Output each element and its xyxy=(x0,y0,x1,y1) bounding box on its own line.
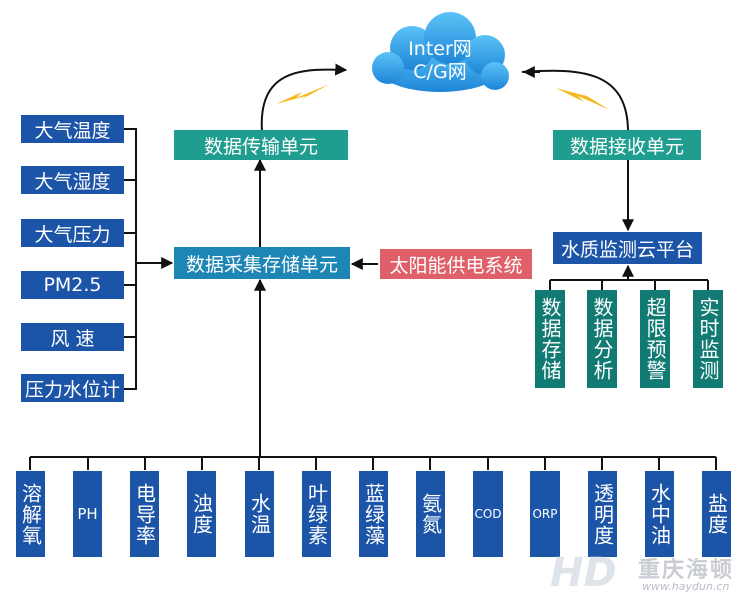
sensor-air-pressure: 大气压力 xyxy=(21,219,124,247)
sensor-turbidity: 浊度 xyxy=(187,471,216,557)
lightning-left-icon xyxy=(276,84,330,104)
watermark-company: 重庆海顿 xyxy=(638,558,735,583)
function-limit-warning: 超限预警 xyxy=(640,290,670,388)
sensor-orp: ORP xyxy=(530,471,560,557)
cloud-platform: 水质监测云平台 xyxy=(553,232,702,264)
sensor-chlorophyll: 叶绿素 xyxy=(302,471,331,557)
sensor-water-temperature: 水温 xyxy=(245,471,274,557)
sensor-water-level: 压力水位计 xyxy=(21,374,124,402)
cloud-icon xyxy=(372,12,509,92)
sensor-salinity: 盐度 xyxy=(702,471,731,557)
solar-power-system: 太阳能供电系统 xyxy=(380,249,532,279)
receive-unit: 数据接收单元 xyxy=(553,130,701,160)
watermark: HD 重庆海顿 www.haydun.cn xyxy=(548,548,748,600)
function-data-analysis: 数据分析 xyxy=(587,290,617,388)
sensor-conductivity: 电导率 xyxy=(130,471,159,557)
network-cloud: Inter网 C/G网 xyxy=(385,38,495,84)
collect-storage-unit: 数据采集存储单元 xyxy=(174,247,350,279)
sensor-dissolved-oxygen: 溶解氧 xyxy=(16,471,45,557)
sensor-air-humidity: 大气湿度 xyxy=(21,166,124,194)
watermark-logo: HD xyxy=(550,550,617,596)
sensor-ammonia-nitrogen: 氨氮 xyxy=(416,471,445,557)
cloud-line2: C/G网 xyxy=(413,61,467,83)
function-realtime-monitor: 实时监测 xyxy=(693,290,723,388)
sensor-pm25: PM2.5 xyxy=(21,271,124,299)
function-data-storage: 数据存储 xyxy=(535,290,565,388)
sensor-cod: COD xyxy=(473,471,503,557)
sensor-air-temperature: 大气温度 xyxy=(21,115,124,143)
sensor-blue-green-algae: 蓝绿藻 xyxy=(359,471,388,557)
sensor-transparency: 透明度 xyxy=(588,471,617,557)
cloud-line1: Inter网 xyxy=(408,38,472,60)
sensor-ph: PH xyxy=(73,471,102,557)
watermark-url: www.haydun.cn xyxy=(642,580,730,593)
sensor-wind-speed: 风 速 xyxy=(21,323,124,351)
sensor-oil-in-water: 水中油 xyxy=(645,471,674,557)
transmit-unit: 数据传输单元 xyxy=(174,130,348,160)
lightning-right-icon xyxy=(556,88,610,110)
